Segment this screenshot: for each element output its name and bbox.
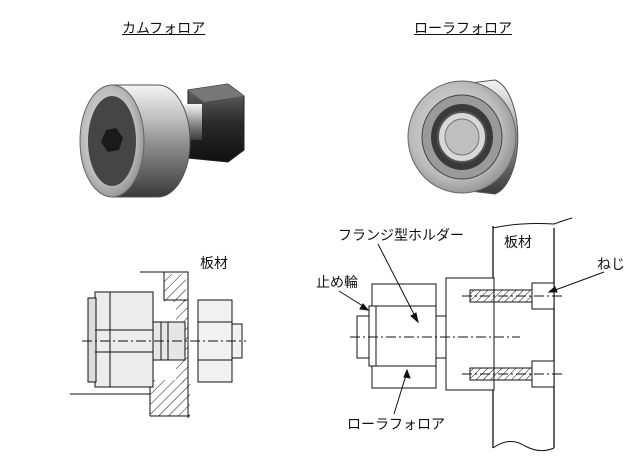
retaining-ring-label: 止め輪	[316, 275, 358, 291]
plate-label-left: 板材	[200, 256, 228, 272]
screw-label: ねじ	[597, 257, 625, 273]
roller-follower-photo	[407, 79, 519, 195]
leader-lines	[338, 243, 605, 415]
cam-follower-title: カムフォロア	[122, 21, 206, 37]
cam-follower-photo	[79, 83, 245, 198]
roller-follower-title: ローラフォロア	[414, 21, 512, 37]
flange-holder-label: フランジ型ホルダー	[338, 228, 464, 244]
roller-follower-label: ローラフォロア	[347, 417, 445, 433]
flange-holder-drawing	[350, 217, 573, 452]
plate-label-right: 板材	[504, 235, 532, 251]
cam-follower-section-drawing	[70, 271, 246, 418]
